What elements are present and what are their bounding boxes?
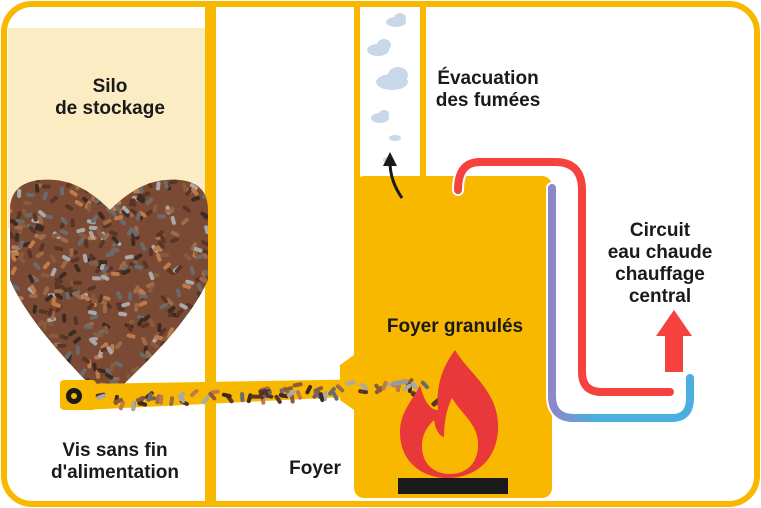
label-circuit-line4: central (628, 286, 692, 307)
label-circuit-line1: Circuit (629, 220, 691, 241)
label-vis: Vis sans fin d'alimentation (20, 440, 210, 484)
label-foyer-granules: Foyer granulés (386, 316, 524, 337)
grate (398, 478, 508, 494)
label-circuit-line2: eau chaude (607, 242, 713, 263)
label-evacuation: Évacuation des fumées (418, 68, 558, 112)
hot-water-pipe (452, 156, 696, 424)
smoke-cloud-icon (367, 13, 408, 163)
gear-icon (66, 388, 82, 404)
label-circuit-line3: chauffage (615, 264, 705, 285)
label-foyer: Foyer (289, 458, 341, 479)
label-silo-line2: de stockage (55, 98, 165, 119)
divider-left (205, 4, 216, 504)
label-vis-line1: Vis sans fin (62, 440, 168, 461)
label-evacuation-line1: Évacuation (437, 68, 539, 89)
label-vis-line2: d'alimentation (50, 462, 180, 483)
up-arrow-icon (656, 310, 692, 372)
label-circuit: Circuit eau chaude chauffage central (585, 220, 735, 308)
label-evacuation-line2: des fumées (435, 90, 541, 111)
chimney-wall-right (420, 4, 426, 184)
label-silo: Silo de stockage (30, 76, 190, 120)
auger-screw (60, 378, 445, 412)
label-silo-line1: Silo (92, 76, 128, 97)
flame-icon (400, 350, 499, 478)
pellet-pile (10, 179, 208, 395)
chimney-wall-left (354, 4, 360, 184)
